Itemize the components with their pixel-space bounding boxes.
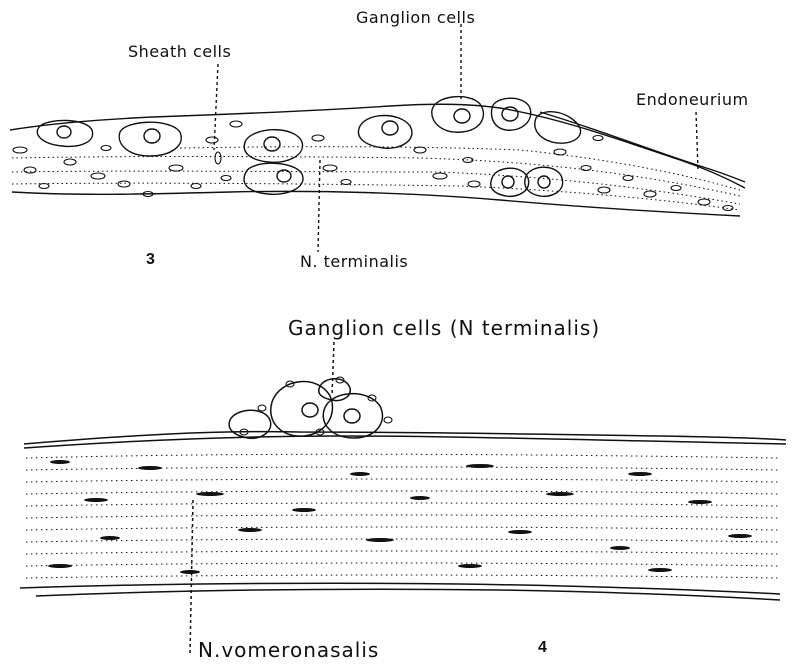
- fig4-label-n-vomeronasalis: N.vomeronasalis: [198, 640, 379, 660]
- fig4-sheath-top-inner: [24, 436, 786, 448]
- fig4-ganglion-nucleus: [302, 403, 318, 417]
- fig4-sheath-bottom-inner: [36, 589, 780, 600]
- fig4-fiber-nuclei: [48, 460, 752, 574]
- fig4-fiber-stipple: [26, 454, 780, 578]
- fig3-number: 3: [146, 252, 155, 268]
- fig4-leader-vomeronasalis: [190, 500, 193, 654]
- fig3-label-ganglion-cells: Ganglion cells: [356, 10, 475, 26]
- fig3-label-endoneurium: Endoneurium: [636, 92, 749, 108]
- fig3-label-sheath-cells: Sheath cells: [128, 44, 231, 60]
- fig3-label-n-terminalis: N. terminalis: [300, 254, 408, 270]
- fig4-label-ganglion-cells-n-terminalis: Ganglion cells (N terminalis): [288, 318, 600, 338]
- fig4-ganglion-cell: [229, 410, 271, 438]
- fig4-number: 4: [538, 640, 547, 656]
- fig4-leader-ganglion: [332, 342, 334, 396]
- fig4-ganglion-nucleus: [344, 409, 360, 423]
